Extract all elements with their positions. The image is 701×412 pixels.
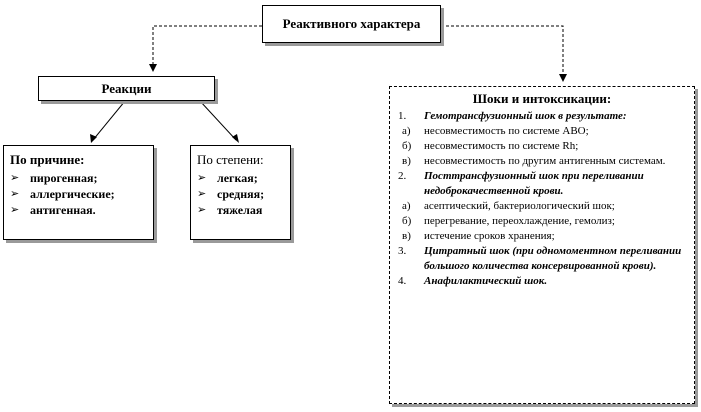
shock-subitem: а)асептический, бактериологический шок; <box>402 200 615 212</box>
connector-reactions-to-degree <box>199 100 237 141</box>
arrowhead-shock <box>559 74 567 82</box>
connector-reactions-to-cause <box>92 100 126 141</box>
arrow-bullet-icon: ➢ <box>197 204 207 216</box>
list-item: ➢средняя; <box>197 187 265 201</box>
arrow-bullet-icon: ➢ <box>197 172 207 184</box>
shock-item-1: 1. Гемотрансфузионный шок в результате: <box>398 110 627 122</box>
arrow-bullet-icon: ➢ <box>197 188 207 200</box>
reactions-title: Реакции <box>101 80 152 96</box>
list-item: ➢антигенная. <box>10 203 96 217</box>
arrow-bullet-icon: ➢ <box>10 204 20 216</box>
shock-item-3: 3. Цитратный шок (при одномоментном пере… <box>398 245 682 272</box>
arrowhead-degree <box>232 134 239 143</box>
arrowhead-cause <box>90 134 97 143</box>
cause-title: По причине: <box>10 152 85 167</box>
cause-node: По причине: ➢пирогенная; ➢аллергические;… <box>3 145 154 240</box>
arrow-bullet-icon: ➢ <box>10 172 20 184</box>
root-title: Реактивного характера <box>282 16 421 31</box>
list-item: ➢аллергические; <box>10 187 115 201</box>
connector-root-to-reactions <box>152 25 262 70</box>
list-item: ➢тяжелая <box>197 203 263 217</box>
shock-subitem: б)несовместимость по системе Rh; <box>402 140 579 152</box>
shock-item-4: 4. Анафилактический шок. <box>398 275 548 287</box>
arrow-bullet-icon: ➢ <box>10 188 20 200</box>
list-item: ➢пирогенная; <box>10 171 98 185</box>
shock-subitem: в)истечение сроков хранения; <box>402 230 555 242</box>
shock-title: Шоки и интоксикации: <box>472 91 612 106</box>
shock-item-2: 2. Посттрансфузионный шок при переливани… <box>398 170 644 197</box>
degree-list: ➢легкая; ➢средняя; ➢тяжелая <box>197 170 284 218</box>
list-item: ➢легкая; <box>197 171 258 185</box>
root-node: Реактивного характера <box>262 5 441 43</box>
shock-node: Шоки и интоксикации: 1. Гемотрансфузионн… <box>389 86 695 404</box>
degree-title: По степени: <box>197 152 264 167</box>
arrowhead-reactions <box>149 64 157 72</box>
reactions-node: Реакции <box>38 76 215 101</box>
shock-subitem: в)несовместимость по другим антигенным с… <box>402 155 666 167</box>
shock-subitem: а)несовместимость по системе АВО; <box>402 125 589 137</box>
shock-subitem: б)перегревание, переохлаждение, гемолиз; <box>402 215 615 227</box>
cause-list: ➢пирогенная; ➢аллергические; ➢антигенная… <box>10 170 147 218</box>
degree-node: По степени: ➢легкая; ➢средняя; ➢тяжелая <box>190 145 291 240</box>
connector-root-to-shock <box>441 25 564 80</box>
